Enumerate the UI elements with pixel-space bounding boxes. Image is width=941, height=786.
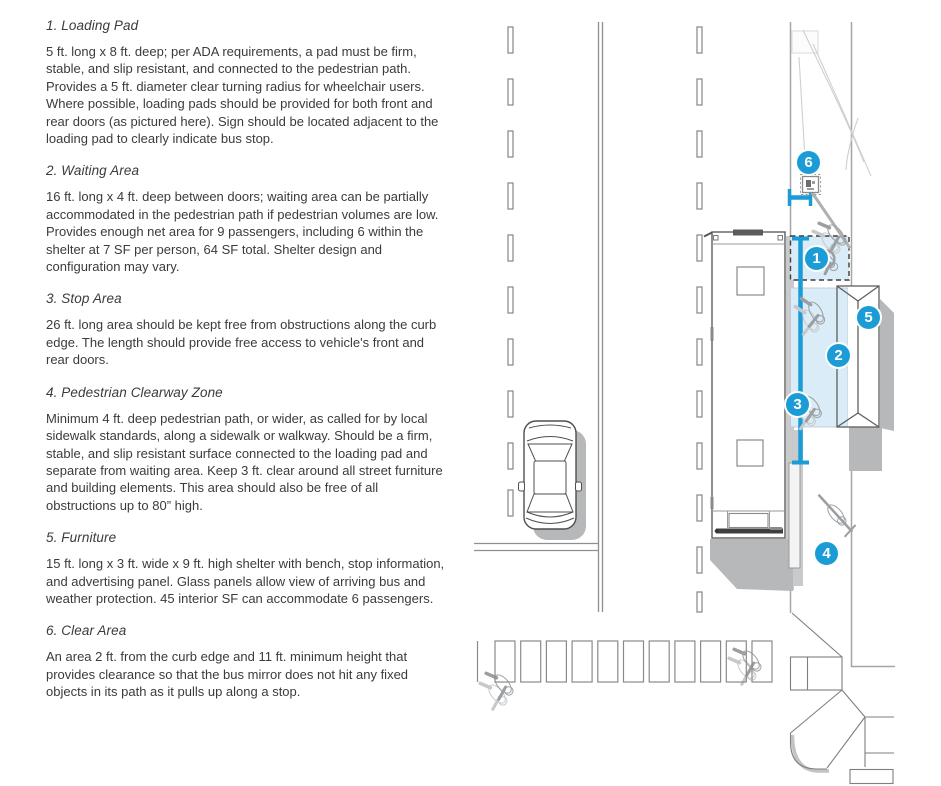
section-waiting-area: 2. Waiting Area 16 ft. long x 4 ft. deep…: [46, 163, 458, 275]
stop-area-dimension-line: [792, 236, 809, 465]
rear-window: [527, 443, 573, 463]
callout-clear-area: 6: [795, 149, 822, 176]
section-body: 15 ft. long x 3 ft. wide x 9 ft. high sh…: [46, 556, 445, 606]
side-mirror: [518, 481, 525, 492]
callout-loading-pad: 1: [803, 245, 830, 272]
bus-top-view: [703, 229, 786, 539]
lane-dashes-left: [507, 26, 514, 517]
bus-shadow: [710, 539, 793, 591]
cyclist-silhouette: [817, 493, 857, 538]
roof-hatch: [736, 266, 765, 296]
lane-dashes-right: [696, 26, 703, 613]
roof-hatch: [736, 439, 764, 467]
stop-bar: [474, 542, 599, 552]
section-body: 5 ft. long x 8 ft. deep; per ADA require…: [46, 44, 439, 147]
tree-branch-lines: [802, 29, 872, 177]
center-double-line: [597, 22, 604, 612]
section-heading: 5. Furniture: [46, 530, 117, 546]
car-top-view: [518, 420, 586, 540]
roof: [533, 460, 567, 495]
callout-pedestrian-clearway: 4: [813, 540, 840, 567]
callout-waiting-area: 2: [825, 342, 852, 369]
section-body: 26 ft. long area should be kept free fro…: [46, 317, 437, 368]
section-heading: 4. Pedestrian Clearway Zone: [46, 384, 223, 400]
callout-stop-area: 3: [784, 391, 811, 418]
section-body: An area 2 ft. from the curb edge and 11 …: [46, 649, 409, 700]
section-pedestrian-clearway-zone: 4. Pedestrian Clearway Zone Minimum 4 ft…: [46, 385, 458, 514]
section-body: Minimum 4 ft. deep pedestrian path, or w…: [46, 410, 443, 513]
lane-markings: [474, 22, 703, 613]
front-bumper: [716, 528, 783, 534]
building-footprint: [789, 612, 894, 785]
guidelines-text-column: 1. Loading Pad 5 ft. long x 8 ft. deep; …: [46, 18, 458, 717]
section-stop-area: 3. Stop Area 26 ft. long area should be …: [46, 291, 458, 368]
windshield: [728, 512, 769, 529]
section-furniture: 5. Furniture 15 ft. long x 3 ft. wide x …: [46, 530, 458, 607]
side-mirror: [575, 481, 582, 492]
section-heading: 2. Waiting Area: [46, 163, 140, 179]
section-heading: 3. Stop Area: [46, 291, 122, 307]
building-edge-line: [850, 22, 895, 668]
section-body: 16 ft. long x 4 ft. deep between doors; …: [46, 189, 439, 275]
curb-segment: [788, 462, 801, 569]
shelter-shadow: [849, 299, 894, 471]
section-heading: 1. Loading Pad: [46, 18, 139, 33]
parking-stalls: [476, 640, 773, 683]
bus-mirror: [703, 231, 713, 238]
bus-stop-sign-icon: [800, 174, 852, 249]
section-heading: 6. Clear Area: [46, 623, 127, 639]
section-clear-area: 6. Clear Area An area 2 ft. from the cur…: [46, 623, 458, 700]
section-loading-pad: 1. Loading Pad 5 ft. long x 8 ft. deep; …: [46, 18, 458, 147]
callout-furniture: 5: [855, 304, 882, 331]
windshield: [526, 493, 574, 513]
